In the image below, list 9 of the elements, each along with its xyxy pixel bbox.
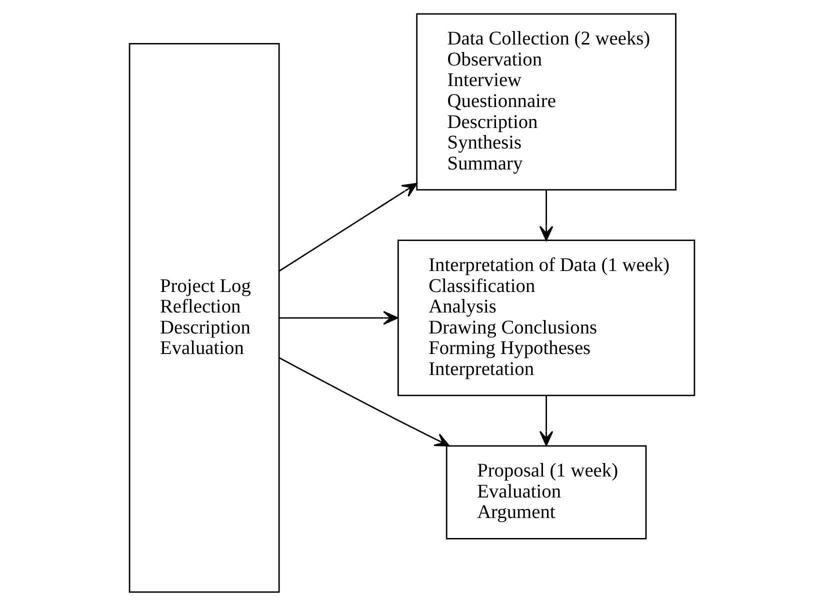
node-box: Proposal (1 week) Evaluation Argument [446, 445, 647, 540]
arrow [539, 396, 554, 446]
arrow [539, 190, 554, 241]
arrow [278, 182, 418, 272]
arrow [279, 310, 398, 325]
node-box: Data Collection (2 weeks) Observation Interview Questionnaire Description Synthesis Summary [416, 13, 676, 190]
arrow [279, 357, 450, 447]
node-box: Project Log Reflection Description Evaluation [128, 43, 280, 593]
node-box: Interpretation of Data (1 week) Classification Analysis Drawing Conclusions Forming Hypotheses Interpretation [397, 240, 696, 396]
